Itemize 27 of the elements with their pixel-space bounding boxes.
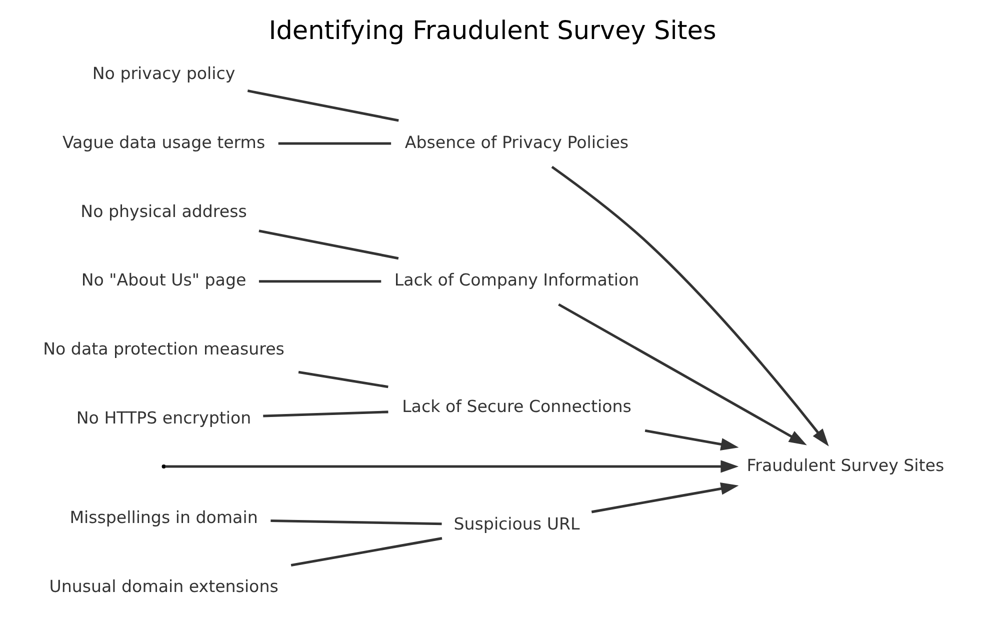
- connector: [270, 519, 442, 526]
- connector: [247, 90, 399, 122]
- arrow: [558, 303, 807, 446]
- node-text: No "About Us" page: [81, 270, 246, 290]
- connector: [263, 410, 388, 418]
- node-text: Lack of Company Information: [394, 270, 640, 290]
- node-text: No physical address: [80, 202, 247, 221]
- node-text: Lack of Secure Connections: [402, 397, 632, 416]
- connector: [278, 142, 392, 145]
- diagram-title: Identifying Fraudulent Survey Sites: [268, 16, 716, 46]
- node-text: No privacy policy: [92, 64, 236, 83]
- arrow: [644, 429, 739, 450]
- connector: [298, 370, 388, 388]
- arrow: [591, 482, 739, 514]
- node-text: Misspellings in domain: [70, 508, 258, 528]
- node-text: No HTTPS encryption: [76, 408, 252, 428]
- node-text: No data protection measures: [43, 340, 284, 359]
- connector: [258, 280, 382, 283]
- connector: [290, 537, 442, 566]
- connector: [258, 230, 399, 260]
- node-text: Vague data usage terms: [62, 132, 266, 152]
- node-text: Suspicious URL: [454, 514, 580, 534]
- arrow: [165, 460, 739, 473]
- arrow: [551, 166, 829, 446]
- node-text: Fraudulent Survey Sites: [746, 456, 944, 475]
- node-text: Absence of Privacy Policies: [404, 132, 629, 152]
- node-text: Unusual domain extensions: [49, 577, 278, 596]
